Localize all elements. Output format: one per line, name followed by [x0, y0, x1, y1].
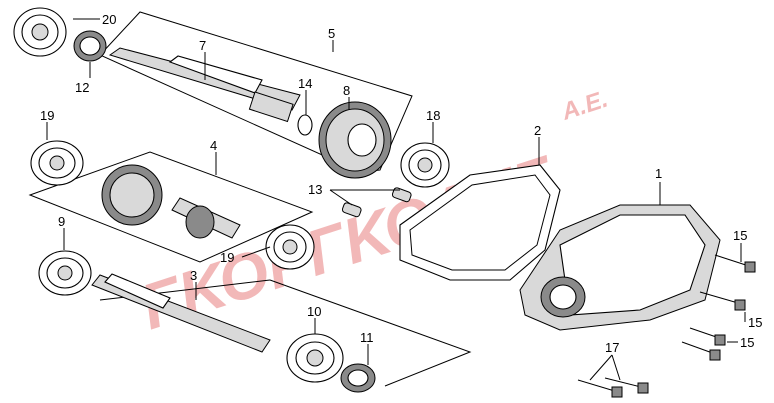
bolt-head: [611, 386, 623, 398]
callout-19-center: 19: [220, 250, 234, 265]
callout-labels: 20 12 7 5 14 8 19 18 2 4 1 13 9 15 19 3 …: [40, 12, 762, 355]
callout-5: 5: [328, 26, 335, 41]
bearing-18: [400, 142, 450, 188]
circlip-14: [297, 114, 313, 136]
bearing-9: [38, 250, 92, 296]
callout-4: 4: [210, 138, 217, 153]
leader-lines: [46, 18, 746, 381]
gasket-2-inner: [409, 174, 551, 271]
callout-7: 7: [199, 38, 206, 53]
gasket-2: [399, 164, 561, 281]
counter-shaft-gear-4: [101, 164, 241, 239]
callout-14: 14: [298, 76, 312, 91]
bearing-20: [13, 7, 67, 57]
callout-15-bottom: 15: [740, 335, 754, 350]
final-gear-8: [318, 101, 392, 179]
callout-12: 12: [75, 80, 89, 95]
callout-15-top: 15: [733, 228, 747, 243]
oil-seal-12: [73, 30, 107, 62]
bearing-10: [286, 333, 344, 383]
bolts-15: [681, 254, 756, 361]
callout-17: 17: [605, 340, 619, 355]
bolt-head: [744, 261, 756, 273]
callout-10: 10: [307, 304, 321, 319]
assembly-outline-3: [269, 279, 472, 387]
callout-18: 18: [426, 108, 440, 123]
callout-9: 9: [58, 214, 65, 229]
callout-19-left: 19: [40, 108, 54, 123]
bolts-17: [577, 377, 649, 398]
callout-8: 8: [343, 83, 350, 98]
dowel-pins-13: [341, 187, 412, 218]
assembly-outline-4: [28, 151, 314, 263]
callout-15-middle: 15: [748, 315, 762, 330]
callout-20: 20: [102, 12, 116, 27]
callout-3: 3: [190, 268, 197, 283]
bolt-head: [734, 299, 746, 311]
callout-2: 2: [534, 123, 541, 138]
callout-11: 11: [360, 330, 374, 345]
assembly-outline-5: [99, 11, 413, 173]
watermark-suffix: Α.Ε.: [558, 86, 612, 126]
drive-shaft-3: [91, 273, 271, 353]
oil-seal-11: [340, 363, 376, 393]
bearing-19-center: [265, 224, 315, 270]
callout-13: 13: [308, 182, 322, 197]
bolt-head: [714, 334, 726, 346]
bolt-head: [637, 382, 649, 394]
transmission-cover-1: [519, 204, 721, 331]
callout-1: 1: [655, 166, 662, 181]
bearing-19-left: [30, 140, 84, 186]
bolt-head: [709, 349, 721, 361]
